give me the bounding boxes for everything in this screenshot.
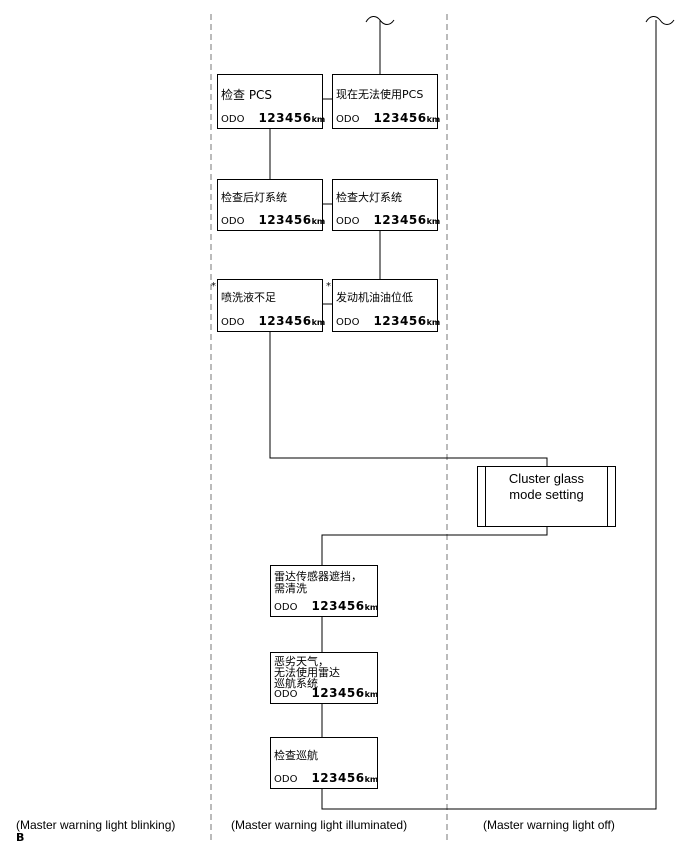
message-text: 发动机油油位低 [336, 291, 413, 304]
message-text: 检查后灯系统 [221, 191, 287, 204]
process-label: Cluster glass mode setting [508, 471, 585, 502]
caption-master-warning-illuminated: (Master warning light illuminated) [231, 818, 408, 832]
odo-label: ODO [274, 774, 298, 785]
connector [321, 527, 548, 565]
odo-unit: km [426, 217, 441, 226]
odometer-readout: ODO 123456km [274, 599, 378, 614]
odometer-readout: ODO 123456km [274, 686, 378, 701]
message-box-washer-fluid-low: 喷洗液不足 ODO 123456km [217, 279, 325, 332]
footnote-star: * [326, 281, 331, 292]
process-bar-left [485, 467, 486, 526]
odo-unit: km [364, 775, 379, 784]
connector [321, 20, 657, 810]
odo-label: ODO [221, 114, 245, 125]
message-text: 检查巡航 [274, 749, 318, 762]
cluster-glass-mode-setting-process: Cluster glass mode setting [477, 466, 616, 527]
caption-master-warning-off: (Master warning light off) [483, 818, 615, 832]
message-text: 检查大灯系统 [336, 191, 402, 204]
odo-unit: km [426, 115, 441, 124]
odo-label: ODO [336, 317, 360, 328]
odo-unit: km [364, 690, 379, 699]
caption-master-warning-blinking: (Master warning light blinking) [16, 818, 176, 832]
odo-label: ODO [336, 114, 360, 125]
continuation-mark-right [645, 16, 675, 25]
odo-value: 123456 [373, 111, 427, 125]
odo-label: ODO [274, 602, 298, 613]
odometer-readout: ODO 123456km [221, 111, 325, 126]
odometer-readout: ODO 123456km [336, 213, 440, 228]
odometer-readout: ODO 123456km [221, 314, 325, 329]
odo-unit: km [364, 603, 379, 612]
odometer-readout: ODO 123456km [221, 213, 325, 228]
odo-value: 123456 [311, 686, 365, 700]
odo-value: 123456 [373, 213, 427, 227]
message-box-check-pcs: 检查 PCS ODO 123456km [217, 74, 325, 129]
message-text: 恶劣天气， 无法使用雷达 巡航系统 [274, 655, 340, 690]
odo-value: 123456 [258, 213, 312, 227]
odo-label: ODO [336, 216, 360, 227]
message-box-pcs-unavailable: 现在无法使用PCS ODO 123456km [332, 74, 440, 129]
odo-unit: km [311, 318, 326, 327]
message-text: 检查 PCS [221, 88, 273, 102]
odometer-readout: ODO 123456km [336, 314, 440, 329]
odometer-readout: ODO 123456km [274, 771, 378, 786]
odo-value: 123456 [311, 771, 365, 785]
odometer-readout: ODO 123456km [336, 111, 440, 126]
message-text: 现在无法使用PCS [336, 88, 424, 101]
odo-unit: km [311, 115, 326, 124]
odo-label: ODO [221, 317, 245, 328]
message-text: 喷洗液不足 [221, 291, 276, 304]
message-text: 雷达传感器遮挡， 需清洗 [274, 570, 362, 595]
message-box-check-headlights: 检查大灯系统 ODO 123456km [332, 179, 440, 231]
message-box-check-rear-lights: 检查后灯系统 ODO 123456km [217, 179, 325, 231]
odo-value: 123456 [373, 314, 427, 328]
odo-label: ODO [274, 689, 298, 700]
corner-mark: B [16, 831, 25, 844]
odo-value: 123456 [258, 314, 312, 328]
connector [269, 332, 548, 466]
footnote-star: * [211, 281, 216, 292]
message-box-engine-oil-low: 发动机油油位低 ODO 123456km [332, 279, 440, 332]
message-box-radar-sensor-blocked: 雷达传感器遮挡， 需清洗 ODO 123456km [270, 565, 378, 617]
odo-label: ODO [221, 216, 245, 227]
message-box-bad-weather: 恶劣天气， 无法使用雷达 巡航系统 ODO 123456km [270, 652, 378, 704]
odo-value: 123456 [311, 599, 365, 613]
message-box-check-cruise: 检查巡航 ODO 123456km [270, 737, 378, 789]
odo-unit: km [426, 318, 441, 327]
process-bar-right [607, 467, 608, 526]
odo-unit: km [311, 217, 326, 226]
odo-value: 123456 [258, 111, 312, 125]
